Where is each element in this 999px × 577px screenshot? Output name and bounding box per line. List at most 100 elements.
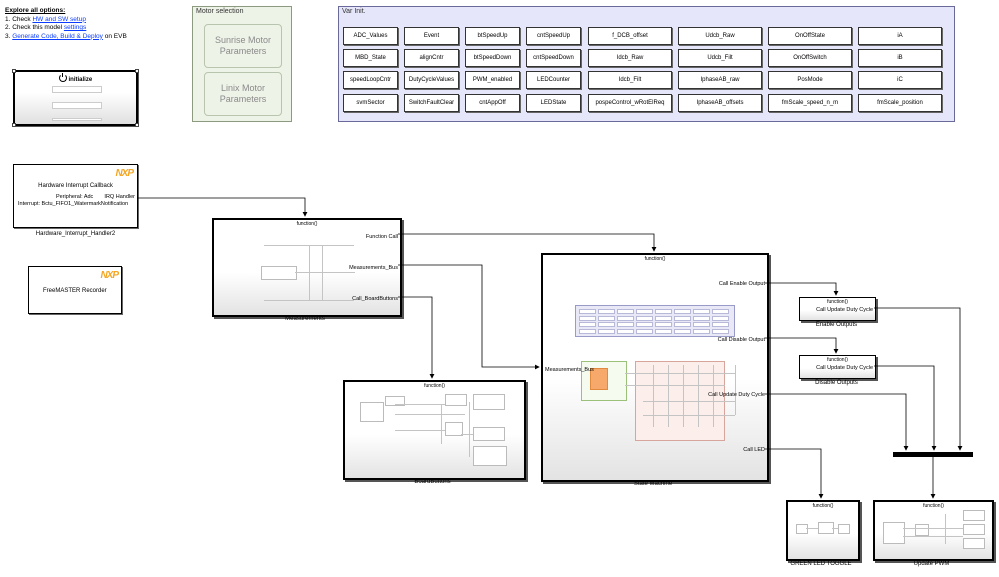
var-init-box[interactable]: Event [404,27,459,45]
freemaster-title: FreeMASTER Recorder [43,288,107,294]
options-line-1-prefix: 1. Check [5,15,33,23]
wire-call-enable-output [765,282,839,296]
boardbuttons-subsystem[interactable]: function() [343,380,526,480]
generate-code-link[interactable]: Generate Code, Build & Deploy [12,32,103,40]
inner-block [261,266,297,280]
wire-measurements-bus [398,264,540,370]
var-init-box[interactable]: Udcb_Raw [678,27,762,45]
options-line-2-prefix: 2. Check this model [5,24,64,31]
state-table-cell [598,309,615,314]
measurements-port-function-call: Function Call [365,234,398,240]
var-init-box[interactable]: pospeControl_wRotElReq [588,94,672,112]
state-table-cell [655,309,672,314]
green-led-toggle-subsystem[interactable]: function() [786,500,860,561]
var-init-box[interactable]: cntSpeedDown [526,49,581,67]
var-init-box[interactable]: IphaseAB_offsets [678,94,762,112]
update-pwm-subsystem[interactable]: function() [873,500,994,561]
state-table-cell [674,315,691,321]
state-table-cell [579,322,596,327]
state-table-cell [636,328,653,334]
disable-outputs-subsystem[interactable]: function() Call Update Duty Cycle [799,355,876,379]
var-init-box[interactable]: DutyCycleValues [404,71,459,89]
var-init-box[interactable]: Udcb_Filt [678,49,762,67]
state-table-cell [655,322,672,327]
var-init-box[interactable]: SwitchFaultClear [404,94,459,112]
var-init-box[interactable]: LEDState [526,94,581,112]
var-init-box[interactable]: f_DCB_offset [588,27,672,45]
var-init-box[interactable]: btSpeedDown [465,49,520,67]
var-init-box[interactable]: iB [858,49,942,67]
var-init-box[interactable]: iC [858,71,942,89]
var-init-box[interactable]: ADC_Values [343,27,398,45]
initialize-field-2 [52,102,102,109]
inner-wire [806,528,818,529]
var-init-box[interactable]: alignCntr [404,49,459,67]
var-init-box[interactable]: fmScale_speed_n_m [768,94,852,112]
wire-call-update-duty [765,393,909,451]
var-init-box[interactable]: fmScale_position [858,94,942,112]
var-init-box[interactable]: OnOffSwitch [768,49,852,67]
selection-handle[interactable] [135,123,139,127]
var-init-box[interactable]: cntAppOff [465,94,520,112]
state-table-cell [674,328,691,334]
measurements-subsystem[interactable]: function() Function Call Measurements_Bu… [212,218,402,317]
initialize-block[interactable]: initialize [12,69,139,127]
enable-outputs-subsystem[interactable]: function() Call Update Duty Cycle [799,297,876,321]
inner-wire [668,365,669,427]
settings-link[interactable]: settings [63,24,87,31]
var-init-box[interactable]: btSpeedUp [465,27,520,45]
state-machine-in-port: Measurements_Bus [545,367,594,373]
inner-wire [395,430,445,431]
function-call-label: function() [424,383,445,389]
inner-wire [713,365,714,427]
hw-interrupt-name: Hardware_Interrupt_Handler2 [35,231,116,237]
initialize-slider [52,118,102,121]
selection-handle[interactable] [135,69,139,73]
var-init-box[interactable]: PosMode [768,71,852,89]
selection-handle[interactable] [12,123,16,127]
initialize-header: initialize [15,73,136,83]
mux-bar[interactable] [893,452,973,457]
var-init-box[interactable]: svmSector [343,94,398,112]
var-init-box[interactable]: LEDCounter [526,71,581,89]
selection-handle[interactable] [12,69,16,73]
var-init-box[interactable]: Idcb_Filt [588,71,672,89]
var-init-box[interactable]: Idcb_Raw [588,49,672,67]
wire-call-boardbuttons [398,296,435,379]
options-line-3: 3. Generate Code, Build & Deploy on EVB [5,33,127,42]
nxp-logo: NXP [115,168,134,179]
var-init-box[interactable]: iA [858,27,942,45]
var-init-box[interactable]: speedLoopCntr [343,71,398,89]
var-init-box[interactable]: cntSpeedUp [526,27,581,45]
measurements-port-boardbuttons: Call_BoardButtons [352,296,398,302]
inner-block [473,446,507,466]
freemaster-block[interactable]: NXP FreeMASTER Recorder [28,266,122,314]
var-init-box[interactable]: PWM_enabled [465,71,520,89]
wire-call-led [765,448,824,499]
var-init-box[interactable]: IphaseAB_raw [678,71,762,89]
state-machine-subsystem[interactable]: function() Measurements_Bus Call Enable … [541,253,769,482]
inner-wire [625,373,735,374]
state-table-cell [617,309,634,314]
var-init-box[interactable]: MBD_State [343,49,398,67]
inner-wire [643,401,735,402]
inner-block [445,422,463,436]
state-table-cell [693,309,710,314]
state-machine-port-duty: Call Update Duty Cycle [708,392,765,398]
inner-wire [683,365,684,427]
inner-block [360,402,384,422]
inner-block [473,394,505,410]
state-table-cell [693,328,710,334]
state-table-cell [712,328,729,334]
inner-wire [469,402,470,457]
options-line-3-suffix: on EVB [102,32,127,40]
inner-wire [625,385,725,386]
hw-sw-setup-link[interactable]: HW and SW setup [32,15,86,23]
inner-block [963,524,985,535]
var-init-box[interactable]: OnOffState [768,27,852,45]
inner-wire [461,434,473,435]
options-text: Explore all options: 1. Check HW and SW … [5,7,127,41]
linix-motor-button[interactable]: Linix Motor Parameters [204,72,282,116]
hw-interrupt-block[interactable]: NXP Hardware Interrupt Callback Peripher… [13,164,138,228]
sunrise-motor-button[interactable]: Sunrise Motor Parameters [204,24,282,68]
